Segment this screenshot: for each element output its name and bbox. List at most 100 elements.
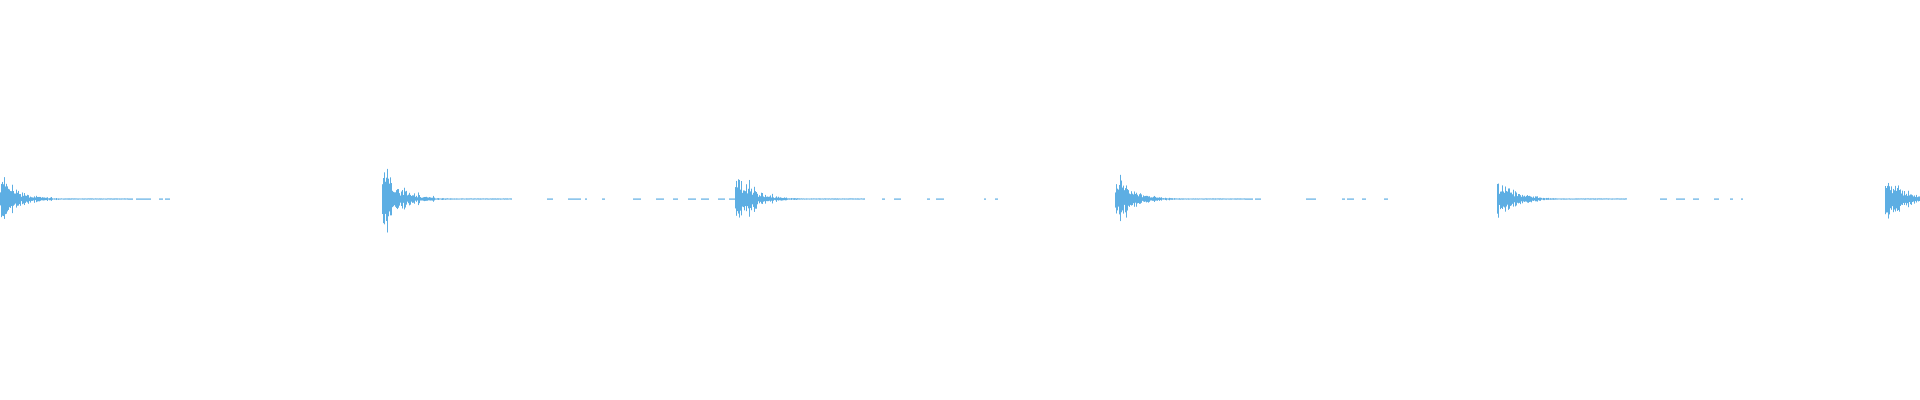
waveform-sample	[1601, 198, 1602, 200]
waveform-sample	[1908, 190, 1909, 208]
waveform-sample	[850, 198, 851, 200]
waveform-sample	[1215, 198, 1216, 200]
waveform-sample	[1515, 191, 1516, 207]
waveform-sample	[1131, 191, 1132, 206]
waveform-sample	[791, 198, 792, 200]
waveform-sample	[754, 186, 755, 212]
waveform-sample	[1552, 198, 1553, 200]
waveform-sample	[1137, 194, 1138, 204]
waveform-sample	[1560, 198, 1561, 200]
waveform-sample	[117, 198, 118, 200]
waveform-sample	[1896, 190, 1897, 209]
waveform-sample	[453, 198, 454, 200]
waveform-sample	[460, 198, 461, 200]
waveform-sample	[114, 198, 115, 200]
waveform-tail	[1741, 198, 1743, 200]
waveform-sample	[1606, 198, 1607, 200]
waveform-sample	[63, 198, 64, 200]
waveform-sample	[1590, 198, 1591, 200]
waveform-sample	[1520, 195, 1521, 205]
waveform-sample	[1598, 198, 1599, 200]
waveform-sample	[1609, 198, 1610, 200]
waveform-sample	[51, 196, 52, 201]
waveform-sample	[452, 198, 453, 200]
waveform-sample	[455, 198, 456, 200]
waveform-sample	[784, 197, 785, 201]
waveform-sample	[12, 184, 13, 214]
waveform-sample	[847, 198, 848, 200]
waveform-sample	[1233, 198, 1234, 200]
waveform-sample	[779, 197, 780, 201]
waveform-sample	[1895, 185, 1896, 212]
waveform-sample	[461, 198, 462, 200]
waveform-sample	[1562, 198, 1563, 200]
waveform-sample	[815, 198, 816, 200]
waveform-tail	[547, 198, 553, 200]
waveform-sample	[1209, 198, 1210, 200]
waveform-sample	[800, 198, 801, 200]
waveform-sample	[9, 189, 10, 208]
waveform-sample	[864, 198, 865, 200]
waveform-sample	[1168, 198, 1169, 200]
waveform-sample	[1228, 198, 1229, 200]
waveform-sample	[1163, 198, 1164, 200]
waveform-sample	[15, 193, 16, 204]
waveform-sample	[1588, 198, 1589, 200]
waveform-sample	[1128, 190, 1129, 206]
waveform-sample	[765, 194, 766, 204]
waveform-sample	[428, 197, 429, 201]
waveform-sample	[753, 192, 754, 207]
waveform-sample	[1185, 198, 1186, 200]
waveform-tail	[128, 198, 133, 200]
waveform-sample	[1135, 193, 1136, 203]
waveform-sample	[1126, 185, 1127, 218]
waveform-sample	[1196, 198, 1197, 200]
waveform-tail	[882, 198, 885, 200]
waveform-sample	[470, 198, 471, 200]
waveform-sample	[91, 198, 92, 200]
waveform-sample	[1508, 188, 1509, 210]
waveform-sample	[849, 198, 850, 200]
waveform-sample	[1526, 195, 1527, 202]
waveform-sample	[838, 198, 839, 200]
waveform-sample	[480, 198, 481, 200]
waveform-sample	[1568, 198, 1569, 200]
waveform-sample	[1144, 196, 1145, 202]
waveform-sample	[1240, 198, 1241, 200]
waveform-sample	[1121, 180, 1122, 213]
waveform-sample	[481, 198, 482, 200]
waveform-sample	[792, 198, 793, 200]
waveform-sample	[123, 198, 124, 200]
waveform-sample	[1612, 198, 1613, 200]
waveform-sample	[1536, 196, 1537, 202]
waveform-sample	[52, 198, 53, 200]
waveform-sample	[1902, 190, 1903, 205]
waveform-sample	[1586, 198, 1587, 200]
waveform-sample	[1580, 198, 1581, 200]
waveform-sample	[1193, 198, 1194, 200]
waveform-sample	[736, 180, 737, 216]
waveform-sample	[1618, 198, 1619, 200]
waveform-sample	[1885, 185, 1886, 215]
waveform-sample	[1191, 198, 1192, 200]
waveform-sample	[862, 198, 863, 200]
waveform-sample	[1500, 191, 1501, 210]
waveform-sample	[409, 192, 410, 206]
waveform-sample	[1200, 198, 1201, 200]
waveform-sample	[1208, 198, 1209, 200]
waveform-sample	[1587, 198, 1588, 200]
waveform-sample	[1155, 196, 1156, 201]
waveform-sample	[467, 198, 468, 200]
waveform-sample	[1584, 198, 1585, 200]
waveform-sample	[70, 198, 71, 200]
waveform-sample	[1559, 198, 1560, 200]
waveform-sample	[40, 196, 41, 201]
waveform-sample	[97, 198, 98, 200]
waveform-sample	[1545, 198, 1546, 200]
waveform-sample	[92, 198, 93, 200]
waveform-sample	[1535, 196, 1536, 202]
waveform-sample	[443, 198, 444, 200]
waveform-tail	[585, 198, 587, 200]
waveform-sample	[1497, 183, 1498, 214]
waveform-sample	[103, 198, 104, 200]
